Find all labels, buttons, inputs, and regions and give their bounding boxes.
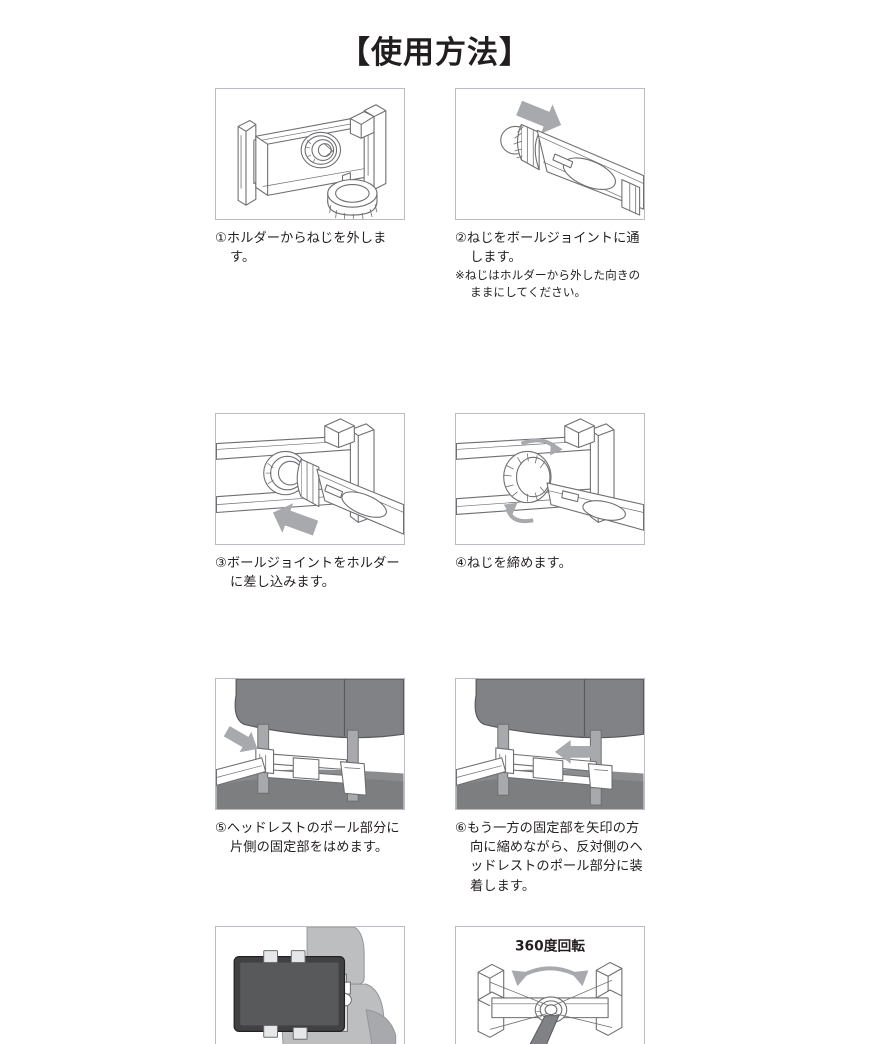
steps-row-1: ①ホルダーからねじを外します。 xyxy=(215,88,645,301)
step-note-2: ※ねじはホルダーから外した向きのままにしてください。 xyxy=(455,268,641,300)
panel-step-3 xyxy=(215,412,405,545)
caption-step-6: ⑥もう一方の固定部を矢印の方向に縮めながら、反対側のヘッドレストのポール部分に装… xyxy=(455,819,645,896)
arrow-down-right xyxy=(516,100,562,134)
panel-step-6 xyxy=(455,678,645,811)
step-cell-1: ①ホルダーからねじを外します。 xyxy=(215,88,405,301)
step-text-6: ⑥もう一方の固定部を矢印の方向に縮めながら、反対側のヘッドレストのポール部分に装… xyxy=(455,821,643,894)
step-cell-4: ④ねじを締めます。 xyxy=(455,412,645,592)
steps-row-2: ③ボールジョイントをホルダーに差し込みます。 xyxy=(215,412,645,592)
panel-step-1 xyxy=(215,88,405,220)
caption-step-1: ①ホルダーからねじを外します。 xyxy=(215,229,405,267)
step-text-2: ②ねじをボールジョイントに通します。 xyxy=(455,231,640,266)
panel-step-7 xyxy=(215,925,405,1044)
caption-step-2: ②ねじをボールジョイントに通します。 ※ねじはホルダーから外した向きのままにして… xyxy=(455,229,645,301)
step-text-3: ③ボールジョイントをホルダーに差し込みます。 xyxy=(215,555,400,591)
step-text-1: ①ホルダーからねじを外します。 xyxy=(215,231,387,266)
caption-step-3: ③ボールジョイントをホルダーに差し込みます。 xyxy=(215,554,405,592)
caption-step-4: ④ねじを締めます。 xyxy=(455,554,645,573)
rotation-label: 360度回転 xyxy=(515,937,585,954)
steps-grid: ①ホルダーからねじを外します。 xyxy=(215,88,645,1044)
step-text-4: ④ねじを締めます。 xyxy=(455,555,572,571)
arrow-up-left xyxy=(272,503,319,536)
panel-step-4 xyxy=(455,412,645,545)
panel-rotation: 360度回転 xyxy=(455,925,645,1044)
step-cell-6: ⑥もう一方の固定部を矢印の方向に縮めながら、反対側のヘッドレストのポール部分に装… xyxy=(455,678,645,896)
panel-step-2 xyxy=(455,88,645,220)
arrow-left-compress xyxy=(554,740,595,764)
steps-row-4: ⑦ホルダーにタブレットやスマートフォンを取りつけて使用します。 ※2か所のつまみ… xyxy=(215,925,645,1044)
caption-step-5: ⑤ヘッドレストのポール部分に片側の固定部をはめます。 xyxy=(215,819,405,857)
panel-step-5 xyxy=(215,678,405,811)
step-text-5: ⑤ヘッドレストのポール部分に片側の固定部をはめます。 xyxy=(215,821,400,856)
arrow-down-right-clamp xyxy=(223,726,258,753)
page-title: 【使用方法】 xyxy=(339,35,531,71)
rotation-cell: 360度回転 xyxy=(455,925,645,1044)
step-cell-3: ③ボールジョイントをホルダーに差し込みます。 xyxy=(215,412,405,592)
step-cell-7: ⑦ホルダーにタブレットやスマートフォンを取りつけて使用します。 ※2か所のつまみ… xyxy=(215,925,405,1044)
step-cell-2: ②ねじをボールジョイントに通します。 ※ねじはホルダーから外した向きのままにして… xyxy=(455,88,645,301)
step-cell-5: ⑤ヘッドレストのポール部分に片側の固定部をはめます。 xyxy=(215,678,405,896)
steps-row-3: ⑤ヘッドレストのポール部分に片側の固定部をはめます。 xyxy=(215,678,645,896)
